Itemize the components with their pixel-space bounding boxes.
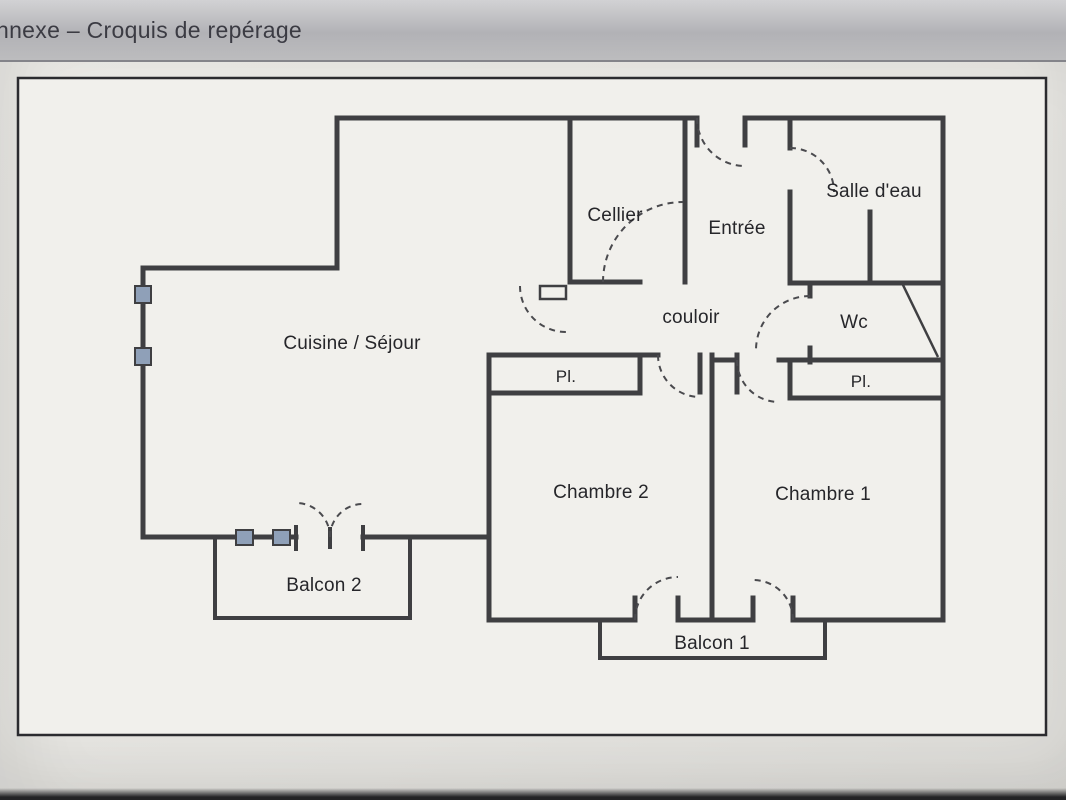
wc-diagonal-wall [901, 284, 940, 358]
balcon1-door-left-arc [634, 576, 679, 621]
room-label-couloir: couloir [662, 307, 720, 328]
room-label-entree: Entrée [708, 218, 766, 239]
walls [140, 115, 946, 623]
window-symbols [134, 285, 291, 546]
page-title: nnexe – Croquis de repérage [0, 16, 303, 43]
room-label-wc: Wc [840, 312, 868, 333]
chambre1-door-arc [736, 359, 780, 403]
salle-deau-door-arc [789, 147, 835, 193]
room-label-balcon-2: Balcon 2 [286, 575, 362, 596]
cuisine-door-arc [519, 285, 567, 333]
window-icon [272, 529, 291, 546]
balcony-walls [213, 525, 827, 660]
window-icon [235, 529, 254, 546]
door-swing-arcs [295, 117, 835, 621]
room-label-cuisine-sejour: Cuisine / Séjour [283, 333, 421, 354]
window-icon [134, 347, 152, 366]
plan-border [16, 76, 1048, 737]
room-label-chambre-1: Chambre 1 [775, 484, 871, 505]
room-label-balcon-1: Balcon 1 [674, 633, 750, 654]
scan-bottom-edge [0, 788, 1066, 800]
document-header-bar: nnexe – Croquis de repérage [0, 0, 1066, 62]
balcon1-door-right-arc [752, 579, 794, 621]
room-label-placard-1: Pl. [555, 367, 577, 386]
room-label-salle-deau: Salle d'eau [826, 181, 922, 202]
door-frame-stub [538, 284, 568, 301]
window-icon [134, 285, 152, 304]
room-label-placard-2: Pl. [850, 372, 872, 391]
chambre2-door-arc [657, 354, 701, 398]
room-label-cellier: Cellier [587, 205, 643, 226]
entree-door-arc [696, 117, 746, 167]
balcon2-french-door-right-arc [329, 503, 364, 538]
cellier-door-arc [602, 201, 684, 283]
room-label-chambre-2: Chambre 2 [553, 482, 649, 503]
